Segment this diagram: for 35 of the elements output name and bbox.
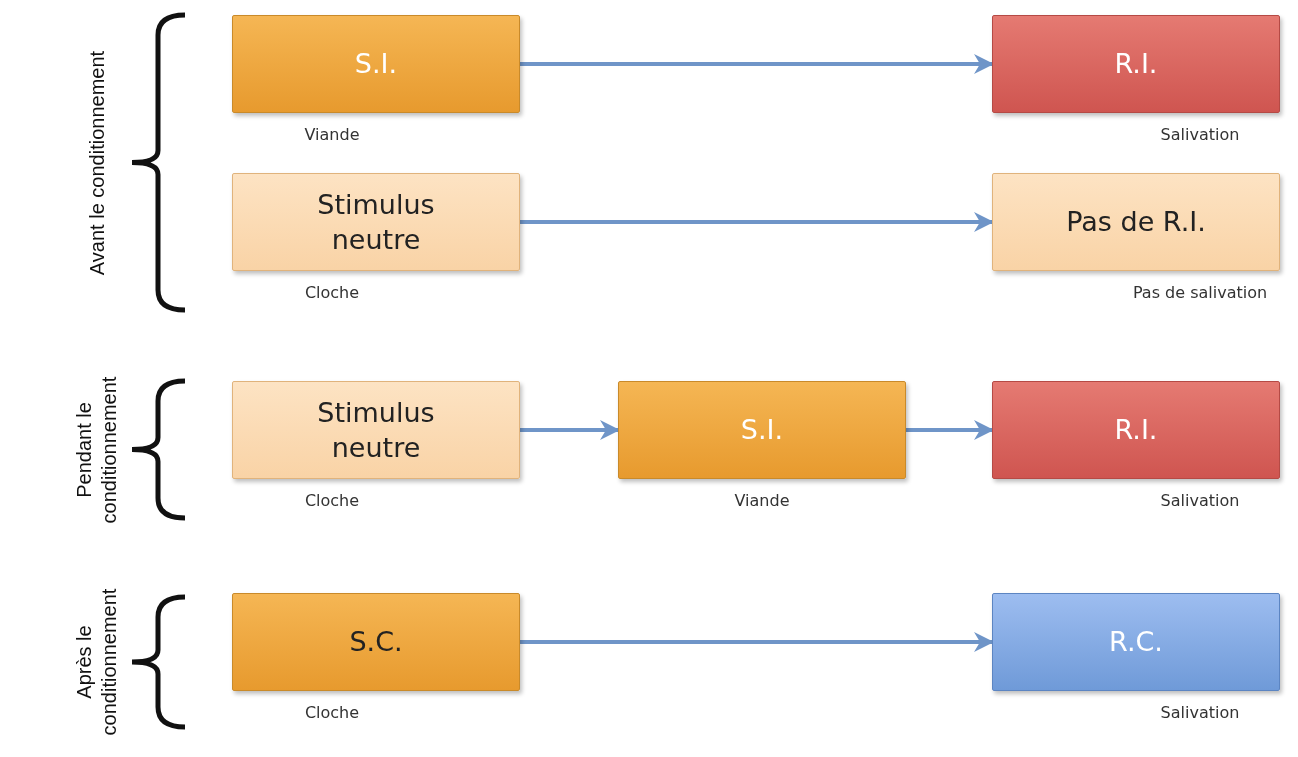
process-box [232, 381, 520, 479]
box-label: R.C. [1109, 625, 1163, 660]
process-box [618, 381, 906, 479]
process-box [992, 593, 1280, 691]
arrow [520, 632, 994, 652]
box-label: Stimulus neutre [316, 187, 436, 257]
node-label: Viande [734, 491, 790, 510]
box-label: S.C. [349, 625, 403, 660]
process-box [232, 593, 520, 691]
node-label: Salivation [1160, 703, 1240, 722]
section-label: Pendant le conditionnement [72, 375, 121, 525]
box-label: Pas de R.I. [1066, 205, 1206, 240]
node-label: Cloche [304, 283, 360, 302]
box-label: S.I. [354, 47, 398, 82]
node-label: Cloche [304, 703, 360, 722]
process-box [992, 381, 1280, 479]
box-label: Stimulus neutre [316, 395, 436, 465]
node-label: Cloche [304, 491, 360, 510]
arrow [906, 420, 994, 440]
section-label: Après le conditionnement [72, 587, 121, 737]
box-label: S.I. [740, 413, 784, 448]
node-label: Viande [304, 125, 360, 144]
box-label: R.I. [1114, 47, 1158, 82]
process-box [232, 15, 520, 113]
node-label: Salivation [1160, 125, 1240, 144]
node-label: Pas de salivation [1132, 283, 1268, 302]
process-box [992, 173, 1280, 271]
section-label: Avant le conditionnement [84, 49, 109, 277]
process-box [992, 15, 1280, 113]
arrow [520, 212, 994, 232]
box-label: R.I. [1114, 413, 1158, 448]
process-box [232, 173, 520, 271]
arrow [520, 54, 994, 74]
node-label: Salivation [1160, 491, 1240, 510]
arrow [520, 420, 620, 440]
